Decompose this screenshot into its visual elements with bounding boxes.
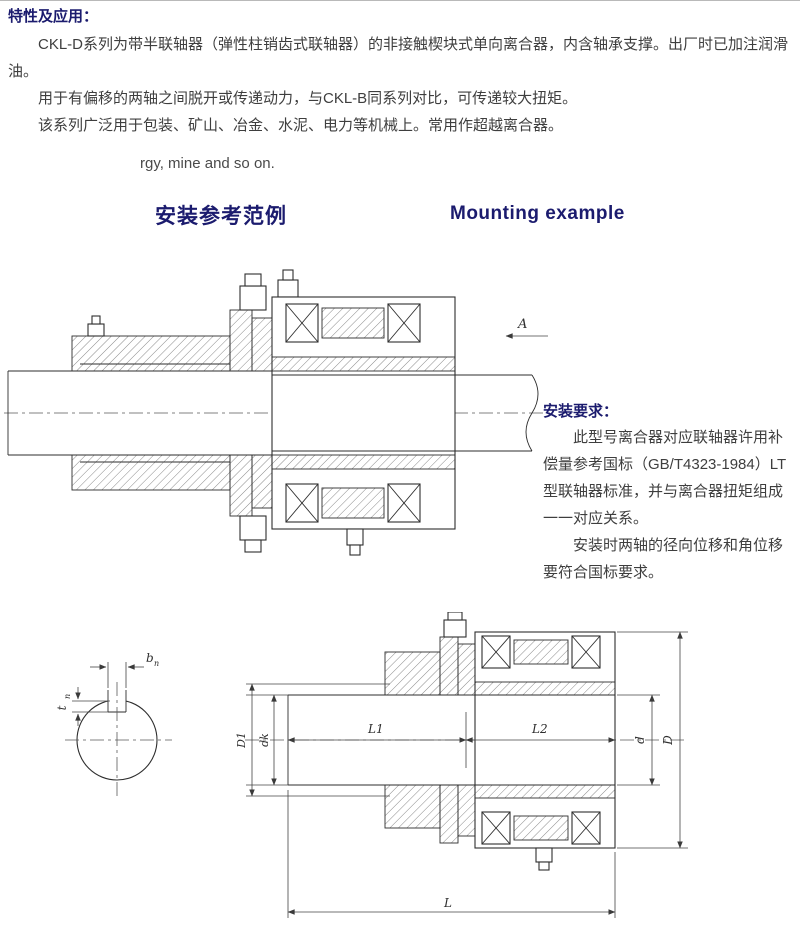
assembly-bearings-bottom <box>481 811 601 845</box>
dim-dk: dk <box>246 694 288 786</box>
bearings-top <box>285 303 421 343</box>
oil-plug <box>346 528 364 556</box>
dim-bn: b n <box>90 651 159 688</box>
features-section: 特性及应用： CKL-D系列为带半联轴器（弹性柱销齿式联轴器）的非接触楔块式单向… <box>8 5 794 139</box>
dim-d-label: d <box>633 736 647 744</box>
install-notes-paragraph-1: 此型号离合器对应联轴器许用补偿量参考国标（GB/T4323-1984）LT型联轴… <box>543 429 787 527</box>
dim-tn: t n <box>55 687 110 726</box>
dim-L-label: L <box>443 896 452 910</box>
dim-dk-label: dk <box>258 733 271 747</box>
features-paragraph-1: CKL-D系列为带半联轴器（弹性柱销齿式联轴器）的非接触楔块式单向离合器，内含轴… <box>8 36 789 80</box>
english-fragment: rgy, mine and so on. <box>140 155 275 172</box>
dim-L2-label: L2 <box>531 722 548 736</box>
dim-t-sub: n <box>63 694 72 699</box>
flange-bolts <box>239 269 299 553</box>
section-title-zh: 安装参考范例 <box>155 205 287 228</box>
install-notes: 安装要求： 此型号离合器对应联轴器许用补偿量参考国标（GB/T4323-1984… <box>543 400 796 586</box>
assembly-flange-discs <box>439 612 476 844</box>
dim-L1-label: L1 <box>367 722 384 736</box>
mounting-example-drawing: A <box>4 269 552 556</box>
install-notes-heading: 安装要求： <box>543 403 619 420</box>
dim-b-sub: n <box>154 659 159 668</box>
shaft-cross-section <box>65 682 172 800</box>
dimension-drawing: b n t n <box>55 612 688 918</box>
bearings-bottom <box>285 483 421 523</box>
dim-b-label: b <box>146 651 154 665</box>
dim-D-label: D <box>661 735 675 746</box>
assembly-bearings-top <box>481 635 601 669</box>
dim-D1-label: D1 <box>235 732 248 749</box>
right-shaft <box>272 374 539 452</box>
section-a-label: A <box>517 317 527 332</box>
features-heading: 特性及应用： <box>8 8 99 25</box>
section-title-en: Mounting example <box>450 203 625 224</box>
assembly-inner-race <box>474 681 616 871</box>
dim-t-label: t <box>55 705 69 710</box>
install-notes-paragraph-2: 安装时两轴的径向位移和角位移要符合国标要求。 <box>543 537 784 581</box>
dim-D: D <box>617 631 688 849</box>
section-a-marker: A <box>505 317 548 339</box>
flange-discs <box>229 309 273 517</box>
dim-L1-L2: L1 L2 <box>287 712 616 768</box>
dim-D1: D1 <box>235 683 390 797</box>
assembly-hub <box>384 651 441 829</box>
inner-race <box>271 356 456 470</box>
features-paragraph-3: 该系列广泛用于包装、矿山、冶金、水泥、电力等机械上。常用作超越离合器。 <box>38 117 564 134</box>
dim-d: d <box>617 694 660 786</box>
coupling-hub <box>71 315 231 491</box>
features-paragraph-2: 用于有偏移的两轴之间脱开或传递动力，与CKL-B同系列对比，可传递较大扭矩。 <box>38 90 578 107</box>
dim-L: L <box>287 790 616 918</box>
page-top-rule <box>0 0 800 1</box>
